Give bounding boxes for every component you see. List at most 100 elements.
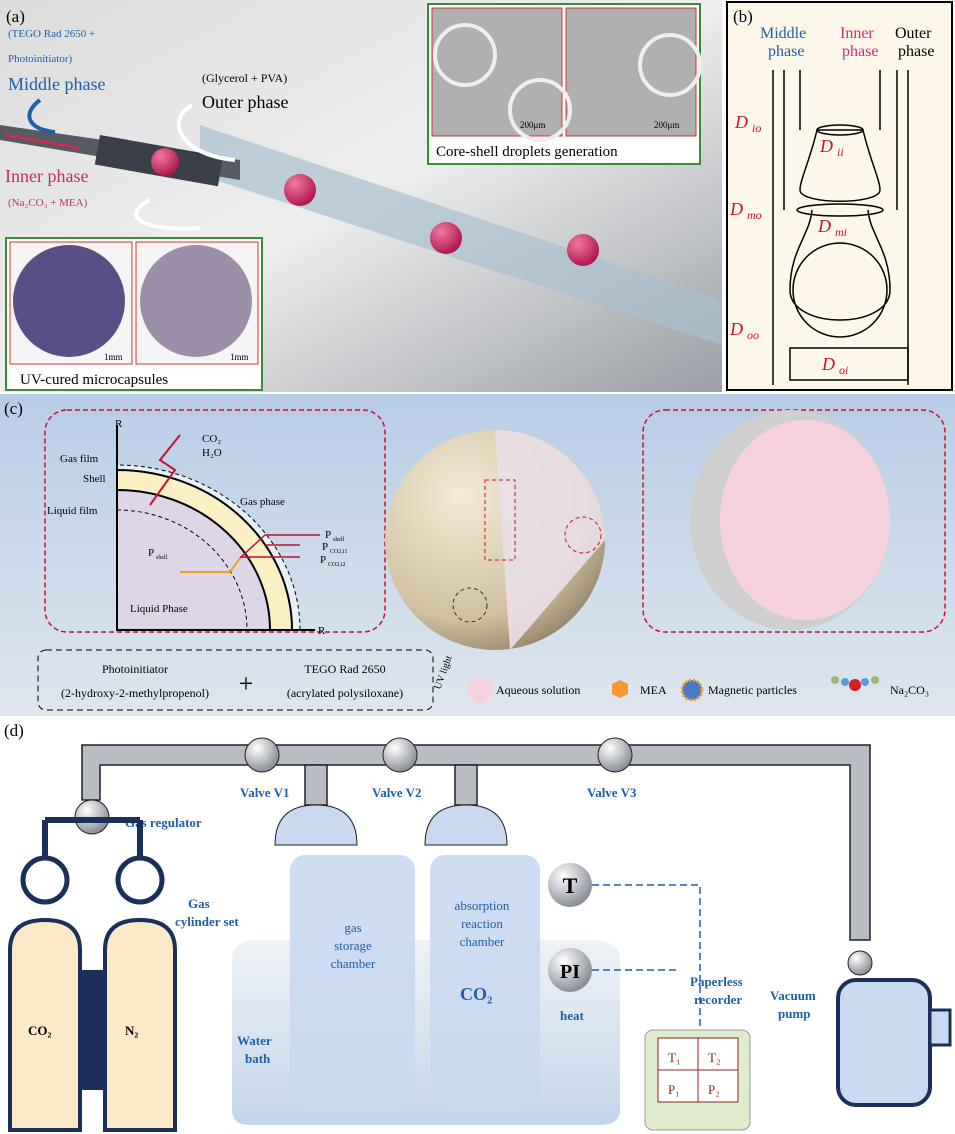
- display-t1: T₁: [668, 1050, 680, 1065]
- middle-phase-note: (TEGO Rad 2650 +: [8, 28, 95, 40]
- inner-phase-label: phase: [842, 43, 878, 60]
- co2-label: CO₂: [202, 433, 221, 445]
- legend-na2co3: Na₂CO₃: [890, 683, 929, 697]
- liquid-film-label: Liquid film: [47, 505, 98, 517]
- panel-label-d: (d): [4, 721, 24, 740]
- microcapsules-inset: 1mm 1mm UV-cured microcapsules: [5, 237, 263, 391]
- temperature-sensor: [548, 863, 592, 907]
- water-bath-label: bath: [245, 1051, 271, 1066]
- recorder-label: Paperless: [690, 974, 743, 989]
- capsules-caption: UV-cured microcapsules: [20, 372, 168, 388]
- panel-label-b: (b): [733, 7, 753, 26]
- gas-storage-chamber: [290, 855, 415, 1110]
- dim-D: D: [729, 199, 743, 219]
- dim-mi: mi: [835, 225, 847, 239]
- valve-v2-label: Valve V2: [372, 785, 421, 800]
- plus-sign: +: [239, 669, 254, 698]
- gas-phase-label: Gas phase: [240, 496, 285, 508]
- valve-v3-label: Valve V3: [587, 785, 637, 800]
- outer-phase-label: Outer phase: [202, 92, 288, 112]
- dim-io: io: [752, 121, 761, 135]
- absorption-label: chamber: [460, 934, 505, 949]
- middle-phase-label: phase: [768, 43, 804, 60]
- device-schematic: [772, 70, 909, 385]
- dim-oi: oi: [839, 363, 848, 377]
- panel-b: (b) Middle phase Inner phase Outer phase…: [726, 1, 953, 391]
- chamber-co2-label: CO₂: [460, 984, 492, 1004]
- middle-phase-label: Middle phase: [8, 74, 105, 94]
- droplet: [151, 148, 179, 176]
- pressure-sensor: [548, 948, 592, 992]
- display-p1: P₁: [668, 1082, 680, 1097]
- p-co2-i2-label: P: [320, 554, 326, 566]
- inner-phase-note: (Na₂CO₃ + MEA): [8, 197, 88, 209]
- outer-phase-arrow: [176, 103, 236, 162]
- n2-cylinder-label: N₂: [125, 1023, 138, 1038]
- materials-box: [37, 649, 434, 711]
- valve-v1-label: Valve V1: [240, 785, 289, 800]
- panel-c: (c) R R Gas film Shell Liquid film CO₂ H…: [0, 394, 955, 716]
- absorption-label: absorption: [455, 898, 510, 913]
- p-shell-inner-label: P: [148, 547, 154, 559]
- temperature-label: T: [563, 873, 578, 898]
- vacuum-pump-label: Vacuum: [770, 988, 816, 1003]
- panel-label-a: (a): [6, 7, 25, 26]
- shell-label: Shell: [83, 473, 106, 485]
- scale-bar-label: 1mm: [104, 352, 123, 362]
- panel-a: (a) (TEGO Rad 2650 + Photoinitiator) Mid…: [0, 0, 722, 392]
- liquid-phase-label: Liquid Phase: [130, 603, 188, 615]
- p-shell-label: P: [325, 529, 331, 541]
- dim-ii: ii: [837, 145, 844, 159]
- n2-cylinder: [103, 917, 177, 1132]
- droplet: [430, 222, 462, 254]
- water-bath-label: Water: [237, 1033, 272, 1048]
- na2co3-icon: [849, 679, 861, 691]
- co2-cylinder-label: CO₂: [28, 1023, 52, 1038]
- display-t2: T₂: [708, 1050, 720, 1065]
- panel-label-c: (c): [4, 399, 23, 418]
- h2o-label: H₂O: [202, 447, 222, 459]
- mea-icon: [612, 680, 628, 698]
- vacuum-pump: [836, 978, 932, 1107]
- axis-r-label: R: [115, 418, 123, 430]
- gas-storage-label: chamber: [331, 956, 376, 971]
- droplet: [284, 174, 316, 206]
- gas-storage-label: storage: [334, 938, 372, 953]
- dim-D: D: [729, 319, 743, 339]
- gas-regulator-label: Gas regulator: [125, 815, 202, 830]
- valves: [74, 737, 633, 835]
- middle-phase-label: Middle: [760, 25, 806, 42]
- dim-oo: oo: [747, 328, 759, 342]
- gas-cylinder-label: Gas: [188, 896, 210, 911]
- dim-D: D: [817, 216, 831, 236]
- scale-bar-label: 1mm: [230, 352, 249, 362]
- tego-label: TEGO Rad 2650: [304, 662, 385, 676]
- p-shell-inner-sub: shell: [156, 555, 168, 561]
- inner-phase-label: Inner: [840, 25, 874, 42]
- heat-label: heat: [560, 1008, 585, 1023]
- photoinitiator-name: (2-hydroxy-2-methylpropenol): [61, 686, 209, 700]
- absorption-label: reaction: [461, 916, 503, 931]
- shell-detail-frame: [44, 409, 386, 633]
- outer-phase-label: phase: [898, 43, 934, 60]
- gas-cylinder-label: cylinder set: [175, 914, 239, 929]
- scale-bar-label: 200μm: [654, 120, 679, 130]
- outer-phase-arrow: [134, 198, 201, 231]
- scale-bar-label: 200μm: [520, 120, 545, 130]
- mass-transfer-diagram: [116, 425, 320, 631]
- absorption-chamber: [430, 855, 540, 1110]
- middle-phase-arrow: [27, 98, 56, 134]
- interior-detail-frame: [642, 409, 946, 633]
- droplets-inset: 200μm 200μm Core-shell droplets generati…: [427, 3, 702, 165]
- dim-D: D: [819, 136, 833, 156]
- outer-phase-label: Outer: [895, 25, 932, 42]
- recorder-label: recorder: [694, 992, 742, 1007]
- aqueous-solution-icon: [467, 677, 493, 703]
- p-shell-sub: shell: [333, 537, 345, 543]
- panel-d: (d) Valve V1 Valve V2 Valve V3 Gas regul…: [4, 721, 952, 1132]
- middle-phase-note: Photoinitiator): [8, 53, 73, 65]
- legend-aqueous: Aqueous solution: [496, 683, 580, 697]
- gas-storage-label: gas: [344, 920, 361, 935]
